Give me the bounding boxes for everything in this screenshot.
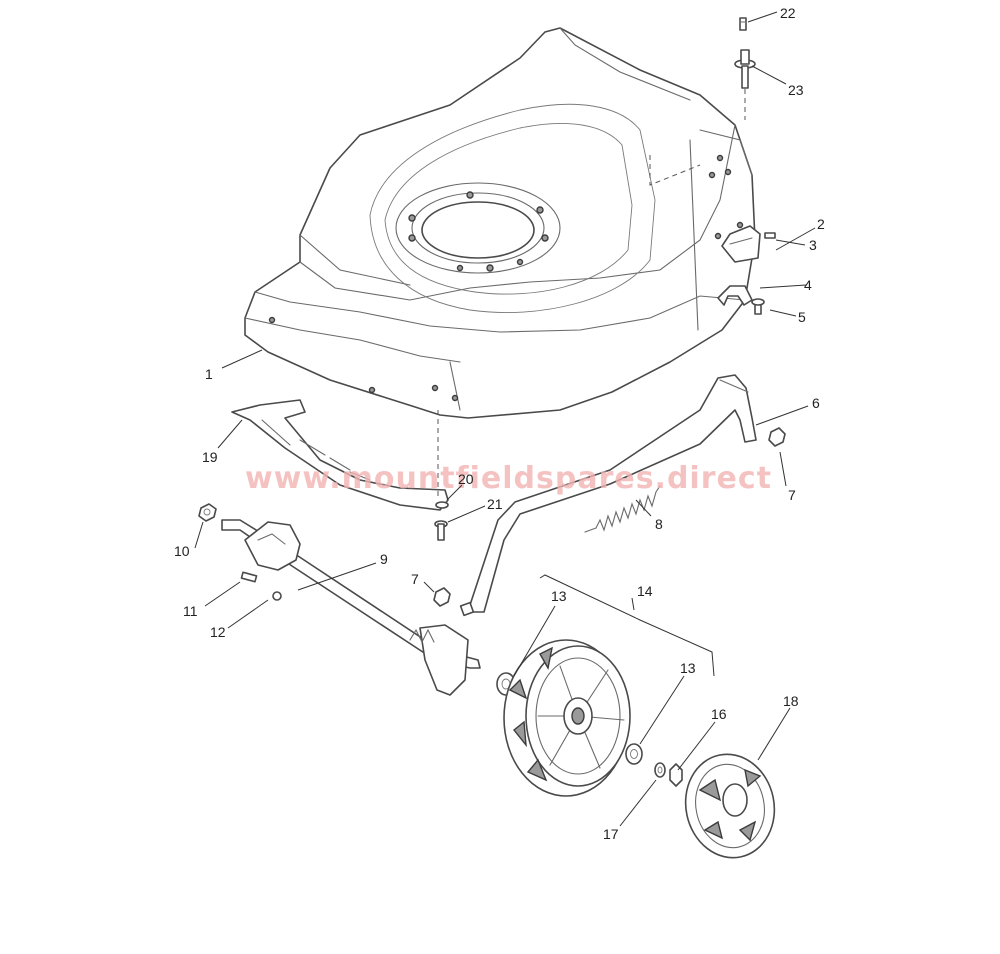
- part-11-bolt: [240, 571, 258, 583]
- callout-23: 23: [788, 82, 804, 98]
- part-7-nut-right: [768, 427, 786, 447]
- part-5-screw: [751, 298, 765, 315]
- part-21-screw: [434, 520, 448, 541]
- callout-19: 19: [202, 449, 218, 465]
- callout-12: 12: [210, 624, 226, 640]
- callout-17: 17: [603, 826, 619, 842]
- part-18-hubcap: [684, 753, 776, 859]
- watermark: www.mountfieldspares.direct: [245, 461, 772, 496]
- callout-2: 2: [817, 216, 825, 232]
- callout-22: 22: [780, 5, 796, 21]
- callout-leaders: [194, 11, 816, 827]
- callout-7-left: 7: [411, 571, 419, 587]
- part-13-bearing-outer: [625, 743, 643, 765]
- callout-5: 5: [798, 309, 806, 325]
- callout-13-inner: 13: [551, 588, 567, 604]
- callout-8: 8: [655, 516, 663, 532]
- part-22-screw: [739, 17, 747, 31]
- part-2-clip: [721, 225, 761, 263]
- part-19-flap: [231, 399, 449, 511]
- callout-11: 11: [183, 603, 198, 619]
- callout-18: 18: [783, 693, 799, 709]
- callout-4: 4: [804, 277, 812, 293]
- part-3-screw: [764, 232, 776, 239]
- part-20-washer: [435, 501, 449, 509]
- part-6-rear-lever: [459, 374, 757, 617]
- callout-20: 20: [458, 471, 474, 487]
- callout-6: 6: [812, 395, 820, 411]
- part-7-nut-left: [433, 587, 451, 607]
- part-9-axle: [221, 519, 481, 696]
- part-23-spacer: [734, 49, 756, 89]
- callout-10: 10: [174, 543, 190, 559]
- callout-7-right: 7: [788, 487, 796, 503]
- callout-14: 14: [637, 583, 653, 599]
- callout-16: 16: [711, 706, 727, 722]
- part-1-deck: [244, 27, 756, 419]
- part-4-clamp: [717, 285, 753, 306]
- callout-3: 3: [809, 237, 817, 253]
- part-12-nut: [272, 591, 282, 601]
- part-10-nut: [198, 503, 217, 522]
- callout-13-outer: 13: [680, 660, 696, 676]
- callout-9: 9: [380, 551, 388, 567]
- part-14-wheel: [503, 574, 715, 797]
- callout-21: 21: [487, 496, 503, 512]
- part-17-washer: [654, 762, 666, 778]
- part-8-spring: [584, 485, 661, 533]
- callout-1: 1: [205, 366, 213, 382]
